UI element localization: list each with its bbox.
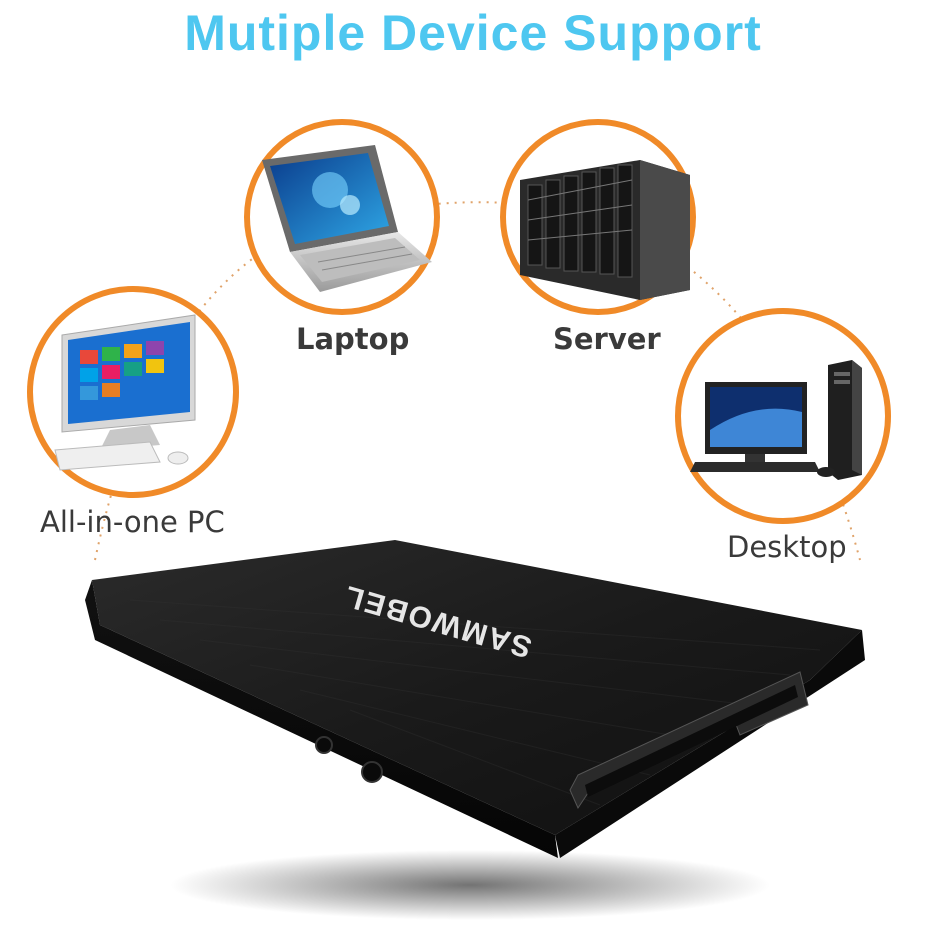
device-label-desktop: Desktop [727, 530, 847, 564]
laptop-badge [244, 119, 440, 315]
page-title: Mutiple Device Support [184, 5, 762, 61]
device-label-server: Server [553, 322, 661, 356]
laptop-icon [262, 145, 432, 292]
all-in-one-pc-icon [54, 314, 196, 471]
all-in-one-pc-badge [27, 286, 239, 498]
server-rack-icon [520, 160, 690, 300]
connector-arc [94, 201, 861, 561]
ssd-shadow [170, 850, 770, 920]
device-label-all-in-one-pc: All-in-one PC [40, 505, 225, 539]
desktop-badge [675, 308, 891, 524]
desktop-computer-icon [690, 360, 862, 480]
ssd-drive-icon [85, 540, 865, 858]
device-label-laptop: Laptop [296, 322, 410, 356]
server-badge [500, 119, 696, 315]
